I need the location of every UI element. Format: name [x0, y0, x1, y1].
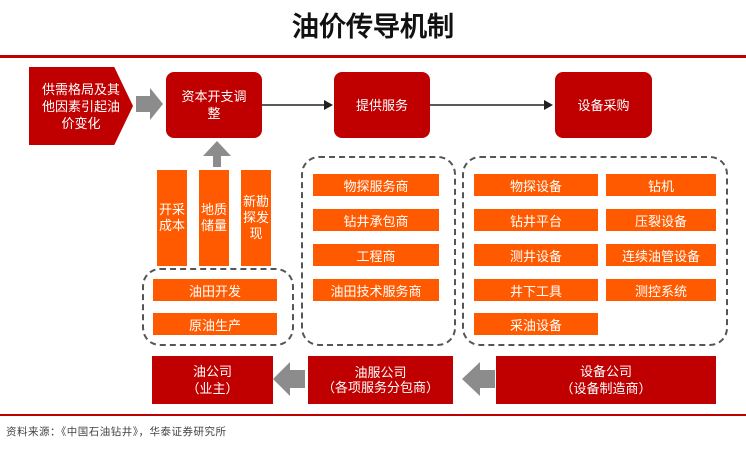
- capex-adjustment-box: 资本开支调整: [166, 72, 262, 138]
- bottom-divider: [0, 414, 746, 416]
- activity-item: 原油生产: [153, 313, 277, 335]
- new-exploration-box: 新勘探发现: [241, 170, 271, 266]
- equipment-company-box: 设备公司 （设备制造商）: [496, 356, 716, 404]
- activity-item: 油田开发: [153, 279, 277, 301]
- arrow-capex-to-services-head: [324, 100, 333, 110]
- equipment-item: 连续油管设备: [606, 244, 716, 266]
- service-provider-item: 钻井承包商: [313, 209, 439, 231]
- arrow-equipment-to-services: [462, 362, 495, 396]
- provide-services-box: 提供服务: [334, 72, 430, 138]
- equipment-item: 钻井平台: [474, 209, 598, 231]
- source-note: 资料来源：《中国石油钻井》，华泰证券研究所: [6, 426, 227, 438]
- service-provider-item: 油田技术服务商: [313, 279, 439, 301]
- price-change-factors-box: 供需格局及其他因素引起油价变化: [29, 67, 133, 145]
- equipment-item: 压裂设备: [606, 209, 716, 231]
- equipment-item: 采油设备: [474, 313, 598, 335]
- top-divider: [0, 55, 746, 58]
- equipment-purchase-box: 设备采购: [555, 72, 652, 138]
- equipment-item: 测井设备: [474, 244, 598, 266]
- equipment-item: 物探设备: [474, 174, 598, 196]
- oil-company-box: 油公司 （业主）: [152, 356, 273, 404]
- arrow-services-to-oilcompany: [273, 362, 305, 396]
- arrow-factors-to-capex: [136, 88, 163, 120]
- oilfield-services-box: 油服公司 （各项服务分包商）: [308, 356, 453, 404]
- page-title: 油价传导机制: [292, 12, 454, 42]
- extraction-cost-box: 开采成本: [157, 170, 187, 266]
- service-providers-group: [301, 156, 456, 346]
- equipment-group: [462, 156, 728, 346]
- equipment-item: 钻机: [606, 174, 716, 196]
- service-provider-item: 工程商: [313, 244, 439, 266]
- service-provider-item: 物探服务商: [313, 174, 439, 196]
- arrow-services-to-equipment-head: [544, 100, 553, 110]
- oil-company-activities-group: [142, 268, 294, 346]
- arrow-up-to-capex: [203, 141, 231, 167]
- geological-reserves-box: 地质储量: [199, 170, 229, 266]
- equipment-item: 井下工具: [474, 279, 598, 301]
- equipment-item: 测控系统: [606, 279, 716, 301]
